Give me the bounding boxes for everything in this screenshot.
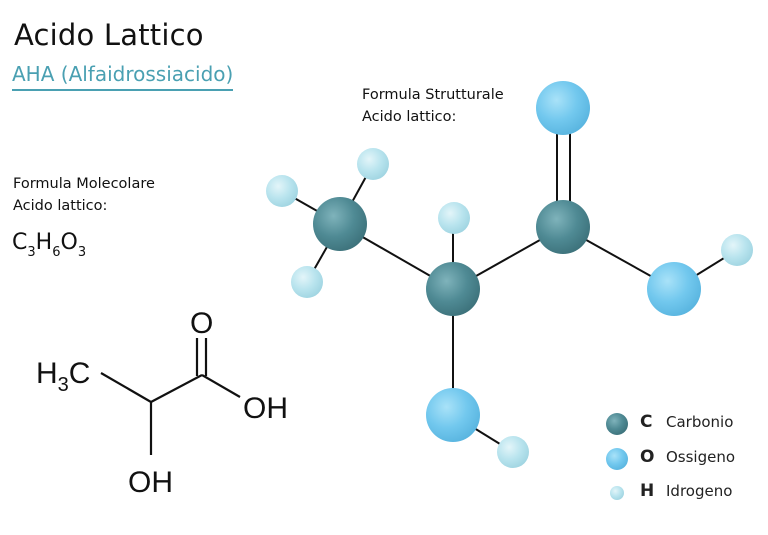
hydrogen-atom	[291, 266, 323, 298]
structural-formula-heading: Formula Strutturale Acido lattico:	[362, 84, 504, 128]
legend-name: Ossigeno	[666, 448, 736, 466]
formula-h-count: 6	[52, 245, 61, 261]
formula-c-count: 3	[27, 245, 36, 261]
carbon-atom	[426, 262, 480, 316]
legend-letter: O	[640, 447, 655, 467]
oxygen-atom	[426, 388, 480, 442]
oxygen-atom-icon	[606, 448, 628, 470]
hydrogen-atoms	[266, 148, 753, 468]
carbon-atom-icon	[606, 413, 628, 435]
skeletal-h3c-sub: 3	[58, 374, 69, 396]
skeletal-oxygen-label: O	[190, 307, 213, 340]
oxygen-atoms	[426, 81, 701, 442]
oxygen-atom	[536, 81, 590, 135]
legend-name: Carbonio	[666, 413, 734, 431]
carbon-atoms	[313, 197, 590, 316]
hydrogen-atom	[438, 202, 470, 234]
skeletal-bond	[201, 374, 241, 398]
molecular-formula-heading: Formula Molecolare Acido lattico:	[13, 173, 155, 217]
oxygen-atom	[647, 262, 701, 316]
skeletal-formula: H3C O OH OH	[36, 307, 288, 499]
skeletal-h3c-c: C	[69, 357, 91, 390]
skeletal-bonds	[100, 338, 241, 455]
hydrogen-atom	[266, 175, 298, 207]
molecular-formula-sublabel: Acido lattico:	[13, 198, 108, 214]
legend-name: Idrogeno	[666, 482, 733, 500]
formula-h: H	[35, 230, 53, 255]
skeletal-bond	[100, 372, 152, 403]
skeletal-oh-bottom: OH	[128, 466, 173, 499]
skeletal-bond	[150, 374, 203, 403]
formula-c: C	[12, 230, 28, 255]
molecular-formula: C3H6O3	[12, 230, 87, 261]
hydrogen-atom	[357, 148, 389, 180]
page-subtitle: AHA (Alfaidrossiacido)	[12, 62, 234, 91]
hydrogen-atom-icon	[610, 486, 624, 500]
carbon-atom	[313, 197, 367, 251]
molecular-formula-label: Formula Molecolare	[13, 176, 155, 192]
skeletal-h3c: H3C	[36, 357, 90, 396]
carbon-atom	[536, 200, 590, 254]
structural-formula-label: Formula Strutturale	[362, 87, 504, 103]
hydrogen-atom	[497, 436, 529, 468]
formula-o: O	[60, 230, 78, 255]
structural-formula-sublabel: Acido lattico:	[362, 109, 457, 125]
hydrogen-atom	[721, 234, 753, 266]
formula-o-count: 3	[77, 245, 87, 261]
skeletal-h3c-h: H	[36, 357, 58, 390]
skeletal-oh-right: OH	[243, 392, 288, 425]
page-title: Acido Lattico	[14, 18, 204, 52]
legend-letter: H	[640, 481, 655, 501]
legend-letter: C	[640, 412, 653, 432]
